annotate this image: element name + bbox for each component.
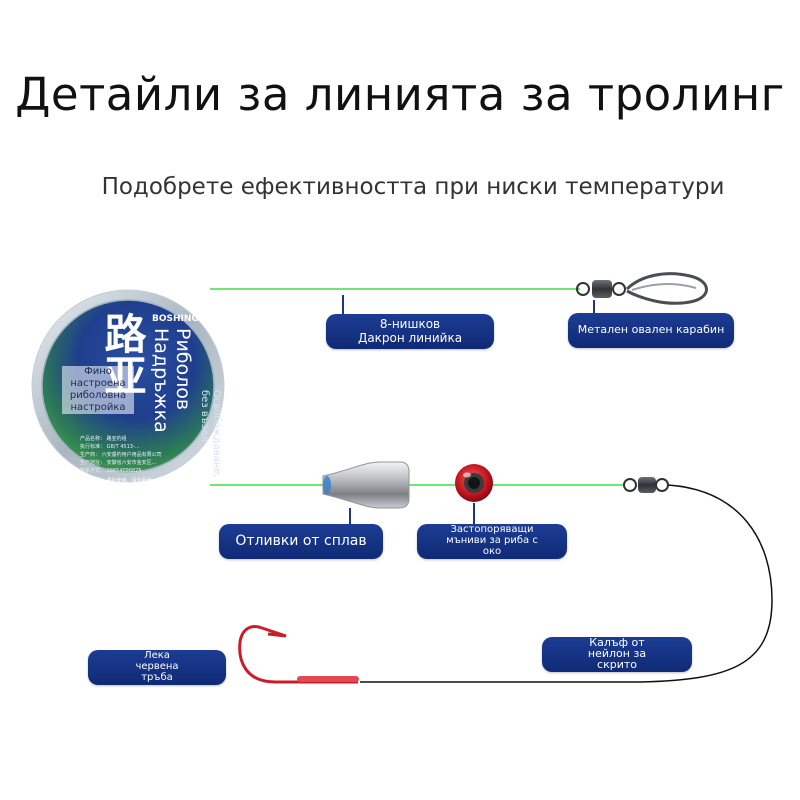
label-bead: Застопоряващи мъниви за риба с око (417, 524, 567, 559)
page-subtitle: Подобрете ефективността при ниски темпер… (101, 174, 725, 200)
reel-spec-line: 产品名称： 路亚钓组 (80, 436, 127, 442)
reel-vertical-text: Риболов Надръжка (150, 328, 194, 433)
reel-brand: BOSHING GENERAL (152, 314, 249, 324)
reel-spec-line: 生产商： 六安垂钓用户用品有限公司 (80, 452, 162, 458)
stop-bead-icon (455, 464, 493, 502)
barrel-swivel-icon (623, 477, 669, 493)
page-title: Детайли за линията за тролинг (15, 68, 785, 121)
reel-side-text: Освобождаване, без възел (199, 390, 222, 478)
reel-spec-line: 生产地址： 安徽省六安市金安区... (80, 460, 157, 466)
reel-spec-line: 联系方式： 18654096825 (80, 468, 142, 474)
reel-warning: 警示说明： 垂钓使用，请勿吞食，儿童在成人监督下使用 (80, 478, 197, 492)
reel-spec-block: 产品名称： 路亚钓组 执行标准： GB/T 4513-... 生产商： 六安垂钓… (80, 435, 200, 493)
red-hook-icon (238, 625, 359, 684)
alloy-sinker-icon (322, 461, 410, 509)
label-leader: Калъф от нейлон за скрито (542, 637, 692, 672)
nylon-leader-line (360, 484, 773, 683)
reel-fine-tuning: Фино настроена риболовна настройка (62, 366, 134, 414)
label-tube: Лека червена тръба (88, 650, 226, 685)
label-sinker: Отливки от сплав (219, 524, 383, 559)
reel-spec-line: 执行标准： GB/T 4513-... (80, 444, 140, 450)
label-snap: Метален овален карабин (568, 313, 734, 348)
oval-snap-icon (576, 272, 708, 305)
label-dacron-line: 8-нишков Дакрон линийка (326, 314, 494, 349)
